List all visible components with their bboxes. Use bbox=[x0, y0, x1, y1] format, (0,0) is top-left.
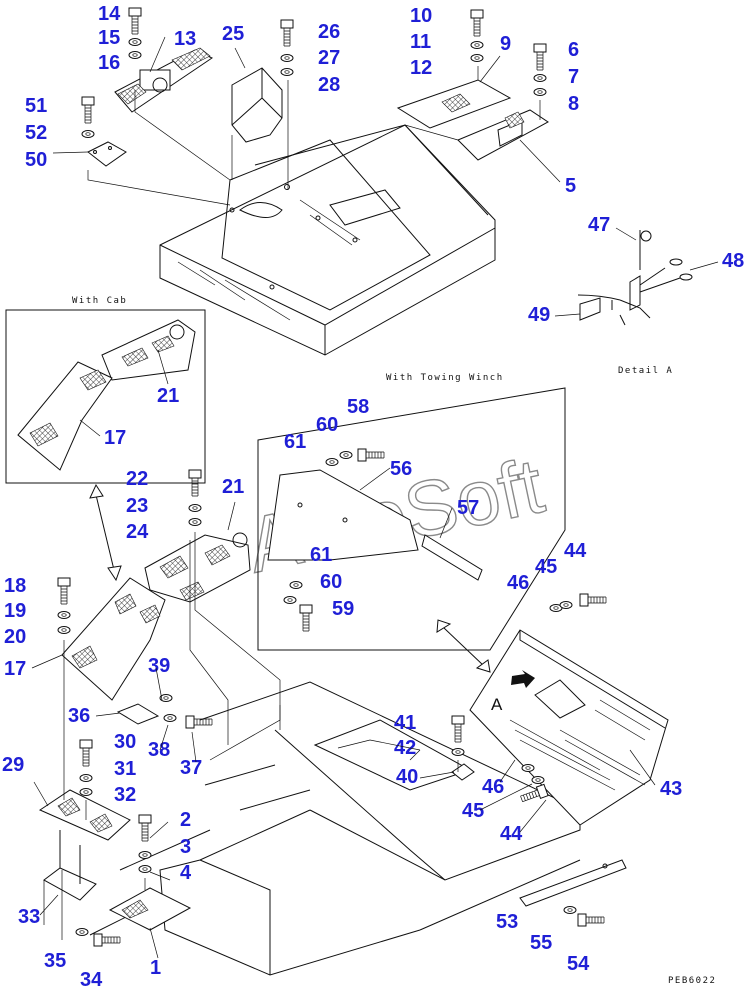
callout-14: 14 bbox=[98, 3, 121, 25]
callout-26: 26 bbox=[318, 21, 340, 43]
callout-19: 19 bbox=[4, 600, 26, 622]
callout-10: 10 bbox=[410, 5, 432, 27]
callout-61-bottom: 61 bbox=[310, 544, 332, 566]
callout-46-top: 46 bbox=[507, 572, 529, 594]
callout-41: 41 bbox=[394, 712, 416, 734]
callout-49: 49 bbox=[528, 304, 550, 326]
callout-34: 34 bbox=[80, 969, 103, 991]
callout-17-main: 17 bbox=[4, 658, 26, 680]
callout-23: 23 bbox=[126, 495, 148, 517]
callout-16: 16 bbox=[98, 52, 120, 74]
part-21-bracket bbox=[144, 532, 251, 603]
callout-29: 29 bbox=[2, 754, 24, 776]
callout-60-bottom: 60 bbox=[320, 571, 342, 593]
callout-28: 28 bbox=[318, 74, 340, 96]
callout-25: 25 bbox=[222, 23, 244, 45]
callout-8: 8 bbox=[568, 93, 579, 115]
top-floor-frame bbox=[159, 124, 496, 356]
callout-45-bottom: 45 bbox=[462, 800, 484, 822]
callout-50: 50 bbox=[25, 149, 47, 171]
part-50-pad bbox=[87, 141, 127, 167]
part-36-block bbox=[116, 703, 160, 725]
view-marker-a: A bbox=[491, 695, 503, 714]
double-arrow-right bbox=[436, 619, 491, 673]
callout-48: 48 bbox=[722, 250, 744, 272]
callout-38: 38 bbox=[148, 739, 170, 761]
callout-53: 53 bbox=[496, 911, 518, 933]
drawing-code: PEB6022 bbox=[668, 976, 716, 986]
part-5-bracket bbox=[457, 109, 549, 161]
part-13-bracket bbox=[114, 47, 214, 113]
callout-13: 13 bbox=[174, 28, 196, 50]
callout-21-cab: 21 bbox=[157, 385, 179, 407]
callout-44-top: 44 bbox=[564, 540, 587, 562]
part-43-panel bbox=[469, 629, 669, 826]
callout-21-main: 21 bbox=[222, 476, 244, 498]
callout-11: 11 bbox=[410, 31, 431, 53]
callout-37: 37 bbox=[180, 757, 202, 779]
callout-60-top: 60 bbox=[316, 414, 338, 436]
callout-58: 58 bbox=[347, 396, 369, 418]
callout-33: 33 bbox=[18, 906, 40, 928]
callout-42: 42 bbox=[394, 737, 416, 759]
callout-3: 3 bbox=[180, 836, 191, 858]
callout-18: 18 bbox=[4, 575, 26, 597]
callout-20: 20 bbox=[4, 626, 26, 648]
detail-a-assembly bbox=[577, 230, 693, 326]
callout-55: 55 bbox=[530, 932, 552, 954]
callout-61-top: 61 bbox=[284, 431, 306, 453]
callout-leaders bbox=[31, 36, 719, 959]
callout-44-bottom: 44 bbox=[500, 823, 523, 845]
part-25-cover bbox=[231, 67, 283, 143]
callout-7: 7 bbox=[568, 66, 579, 88]
callout-56: 56 bbox=[390, 458, 412, 480]
callout-numbers: 14 15 16 13 25 26 27 28 10 11 12 9 6 7 8… bbox=[2, 3, 744, 991]
part-40-clip bbox=[451, 763, 475, 781]
callout-54: 54 bbox=[567, 953, 590, 975]
part-9-plate bbox=[396, 79, 512, 129]
callout-59: 59 bbox=[332, 598, 354, 620]
callout-5: 5 bbox=[565, 175, 576, 197]
callout-6: 6 bbox=[568, 39, 579, 61]
callout-46-bottom: 46 bbox=[482, 776, 504, 798]
callout-39: 39 bbox=[148, 655, 170, 677]
with-towing-winch-box bbox=[257, 387, 566, 651]
callout-51: 51 bbox=[25, 95, 47, 117]
part-33-bracket bbox=[43, 830, 97, 901]
callout-30: 30 bbox=[114, 731, 136, 753]
callout-22: 22 bbox=[126, 468, 148, 490]
callout-32: 32 bbox=[114, 784, 136, 806]
callout-47: 47 bbox=[588, 214, 610, 236]
bottom-leaders bbox=[43, 532, 459, 940]
callout-52: 52 bbox=[25, 122, 47, 144]
callout-12: 12 bbox=[410, 57, 432, 79]
callout-27: 27 bbox=[318, 47, 340, 69]
callout-57: 57 bbox=[457, 497, 479, 519]
caption-with-towing-winch: With Towing Winch bbox=[386, 373, 504, 383]
part-1-bracket bbox=[108, 887, 192, 931]
callout-31: 31 bbox=[114, 758, 136, 780]
caption-with-cab: With Cab bbox=[72, 296, 127, 306]
with-cab-box bbox=[5, 309, 206, 484]
callout-35: 35 bbox=[44, 950, 66, 972]
double-arrow-left bbox=[89, 483, 122, 582]
callout-43: 43 bbox=[660, 778, 682, 800]
callout-40: 40 bbox=[396, 766, 418, 788]
callout-4: 4 bbox=[180, 862, 192, 884]
callout-9: 9 bbox=[500, 33, 511, 55]
part-17-step bbox=[61, 577, 166, 701]
part-29-plate bbox=[38, 789, 131, 841]
callout-15: 15 bbox=[98, 27, 120, 49]
callout-1: 1 bbox=[150, 957, 161, 979]
callout-24: 24 bbox=[126, 521, 149, 543]
top-leaders bbox=[87, 66, 541, 206]
caption-detail-a: Detail A bbox=[618, 366, 673, 376]
callout-17-cab: 17 bbox=[104, 427, 126, 449]
callout-36: 36 bbox=[68, 705, 90, 727]
callout-2: 2 bbox=[180, 809, 191, 831]
callout-45-top: 45 bbox=[535, 556, 557, 578]
